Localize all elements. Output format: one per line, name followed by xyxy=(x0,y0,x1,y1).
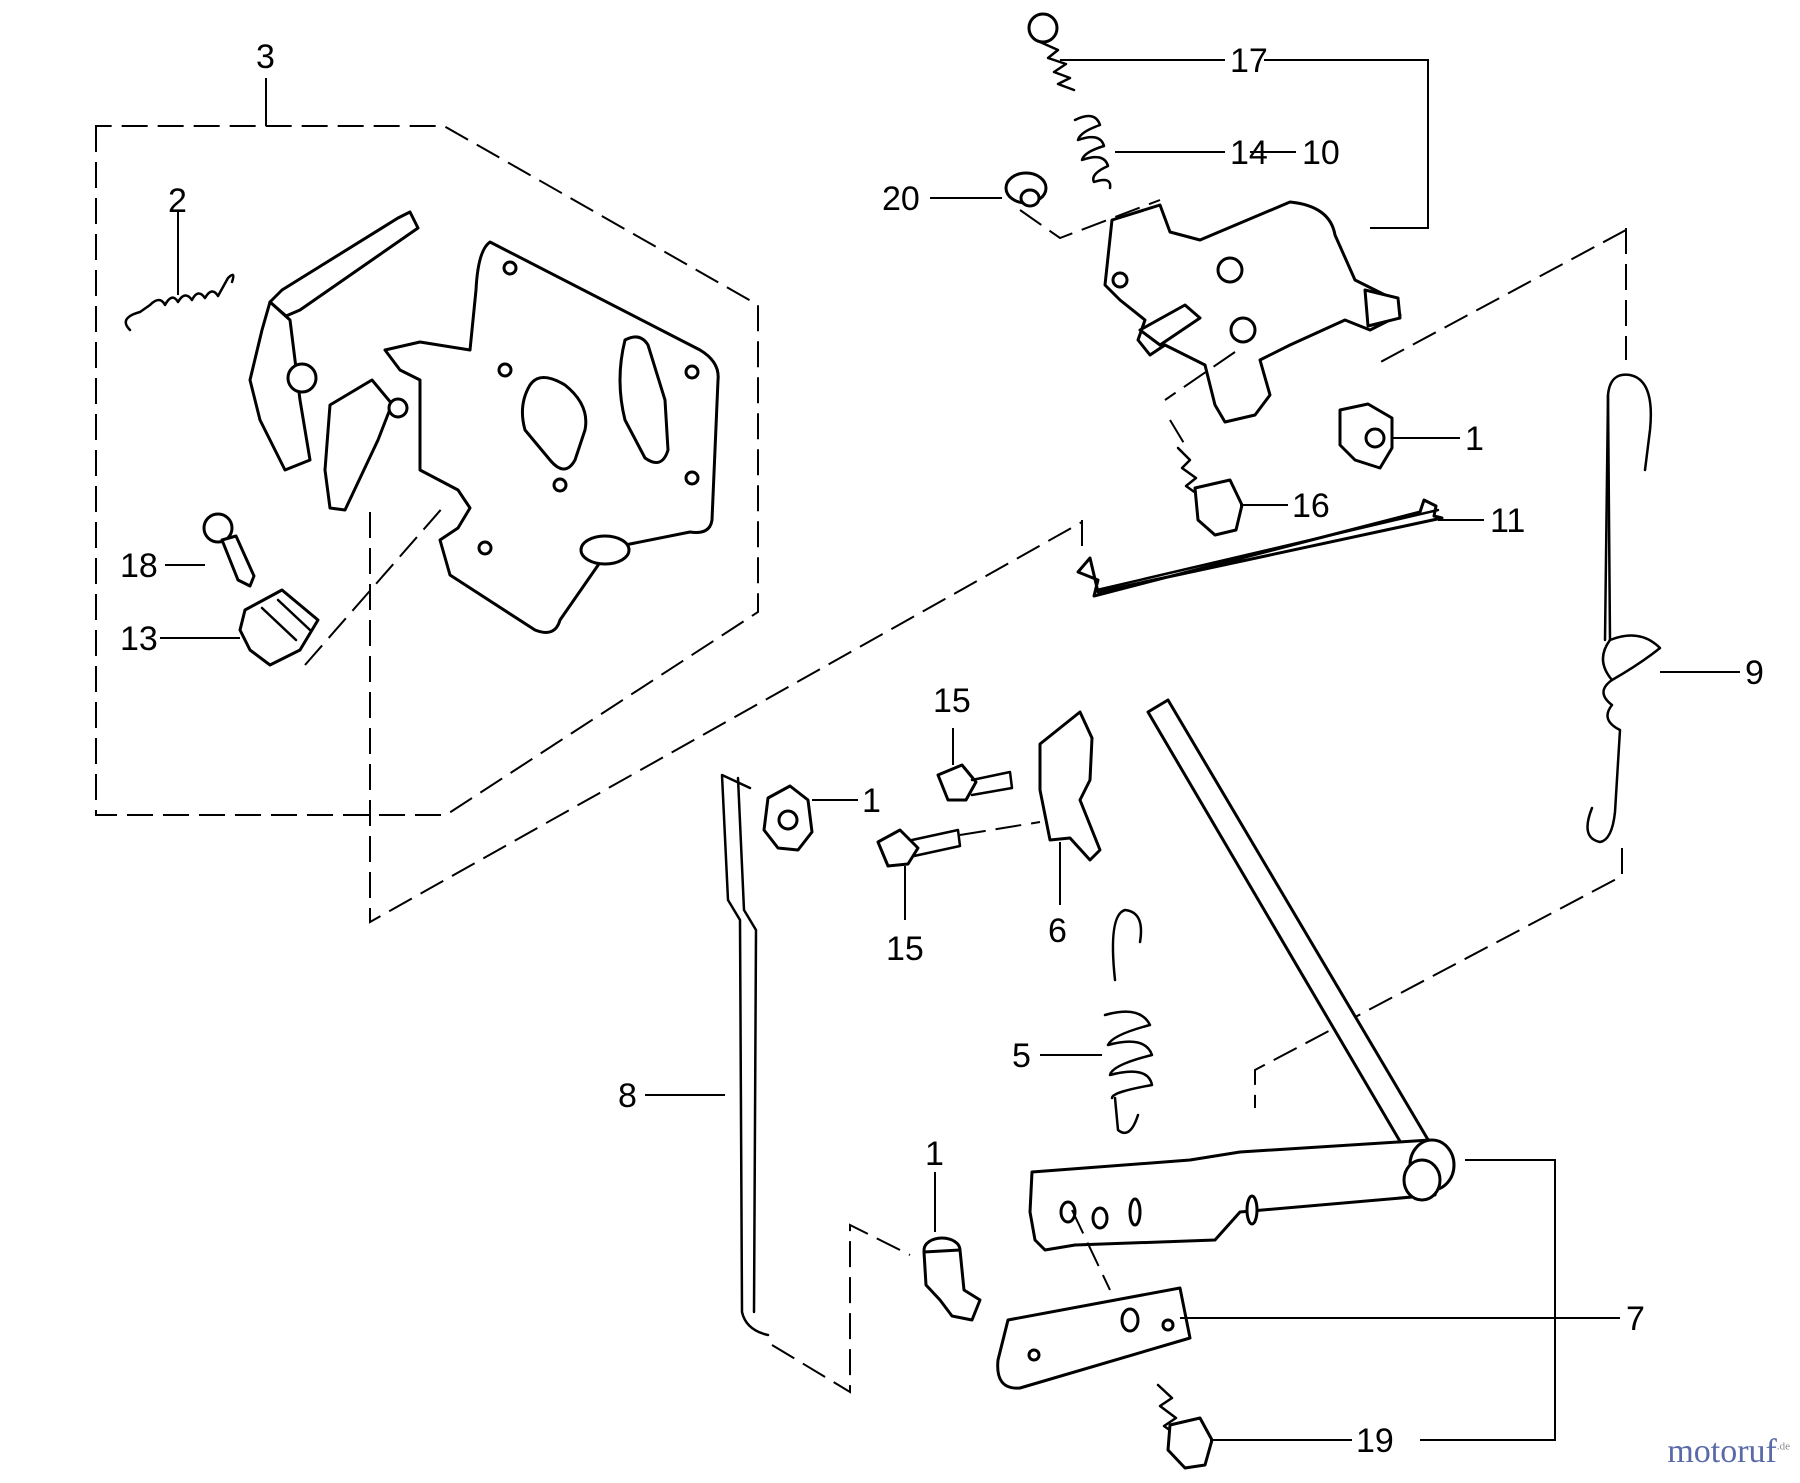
clip-part-1-upper xyxy=(1338,402,1460,470)
control-bracket-part-3 xyxy=(248,210,720,634)
label-13: 13 xyxy=(120,620,158,658)
label-10: 10 xyxy=(1302,134,1340,172)
label-18: 18 xyxy=(120,547,158,585)
screw-part-17 xyxy=(1027,12,1225,92)
bolt-part-16 xyxy=(1176,446,1288,537)
grommet-part-20 xyxy=(930,171,1048,208)
label-5: 5 xyxy=(1012,1037,1031,1075)
rod-part-11 xyxy=(1076,498,1484,598)
watermark-suffix: .de xyxy=(1776,1440,1790,1453)
screw-part-18 xyxy=(165,512,256,588)
label-19: 19 xyxy=(1356,1422,1394,1460)
label-17: 17 xyxy=(1230,42,1268,80)
label-2: 2 xyxy=(168,182,187,220)
label-8: 8 xyxy=(618,1077,637,1115)
label-6: 6 xyxy=(1048,912,1067,950)
spring-part-2 xyxy=(124,210,235,332)
watermark-text: motoruf xyxy=(1667,1433,1777,1470)
clip-part-1-middle xyxy=(762,784,858,852)
spring-part-14 xyxy=(1073,114,1225,190)
label-3: 3 xyxy=(256,38,275,76)
label-1-middle: 1 xyxy=(862,782,881,820)
clip-part-13 xyxy=(160,504,446,667)
label-15-lower: 15 xyxy=(886,930,924,968)
label-20: 20 xyxy=(882,180,920,218)
label-1-upper: 1 xyxy=(1465,420,1484,458)
label-7: 7 xyxy=(1626,1300,1645,1338)
label-15-upper: 15 xyxy=(933,682,971,720)
label-9: 9 xyxy=(1745,654,1764,692)
bolt-part-19 xyxy=(1071,1209,1352,1470)
label-14: 14 xyxy=(1230,134,1268,172)
clip-part-1-lower xyxy=(922,1172,982,1322)
bolt-part-15-lower xyxy=(876,828,962,920)
watermark-logo: motoruf.de xyxy=(1667,1433,1790,1471)
label-16: 16 xyxy=(1292,487,1330,525)
governor-lever-part-10 xyxy=(1019,199,1402,446)
label-11: 11 xyxy=(1490,502,1525,540)
rod-part-8 xyxy=(645,773,911,1394)
spring-part-5 xyxy=(1040,908,1154,1135)
bracket-part-6 xyxy=(959,710,1102,905)
label-1-lower: 1 xyxy=(925,1135,944,1173)
spring-part-9 xyxy=(1254,228,1740,1108)
bolt-part-15-upper xyxy=(936,728,1014,802)
lever-part-7 xyxy=(996,698,1620,1441)
assembly-3-boundary xyxy=(95,78,759,816)
